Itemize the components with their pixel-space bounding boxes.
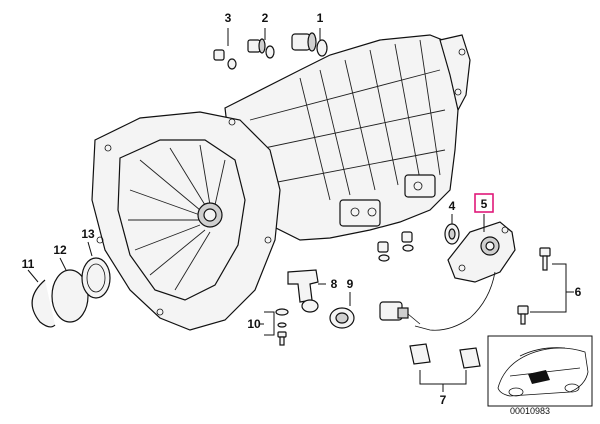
part-8-bracket <box>287 269 326 313</box>
part-7-clips <box>409 343 481 392</box>
location-marker-icon <box>528 370 550 384</box>
callout-5-highlight-box <box>474 193 494 213</box>
callout-10: 10 <box>247 317 261 331</box>
bell-housing <box>91 111 281 331</box>
reference-number: 00010983 <box>510 406 550 416</box>
callout-12: 12 <box>53 243 67 257</box>
part-1-plug <box>291 28 328 57</box>
callout-3: 3 <box>225 11 232 25</box>
part-13-seal <box>81 241 111 299</box>
part-10-screw <box>260 308 289 346</box>
callout-9: 9 <box>347 277 354 291</box>
callout-7: 7 <box>440 393 447 407</box>
part-3-plug <box>213 28 237 70</box>
vehicle-location-inset: 00010983 <box>487 335 593 416</box>
callout-2: 2 <box>262 11 269 25</box>
part-11-snap-ring <box>27 269 56 328</box>
part-9-bearing <box>329 292 355 329</box>
small-plugs <box>377 231 414 262</box>
part-2-plug <box>247 28 275 59</box>
callout-4: 4 <box>449 199 456 213</box>
callout-6: 6 <box>575 285 582 299</box>
callout-1: 1 <box>317 11 324 25</box>
callout-5: 5 <box>481 197 488 211</box>
part-5-slave-cylinder <box>414 214 516 331</box>
callout-11: 11 <box>22 257 35 271</box>
sensor-connector <box>379 301 421 325</box>
transmission-case <box>224 34 471 241</box>
part-12-ring <box>51 257 89 323</box>
callout-8: 8 <box>331 277 338 291</box>
part-6-bolts <box>517 247 574 325</box>
callout-13: 13 <box>81 227 95 241</box>
part-4-oring <box>444 214 460 245</box>
